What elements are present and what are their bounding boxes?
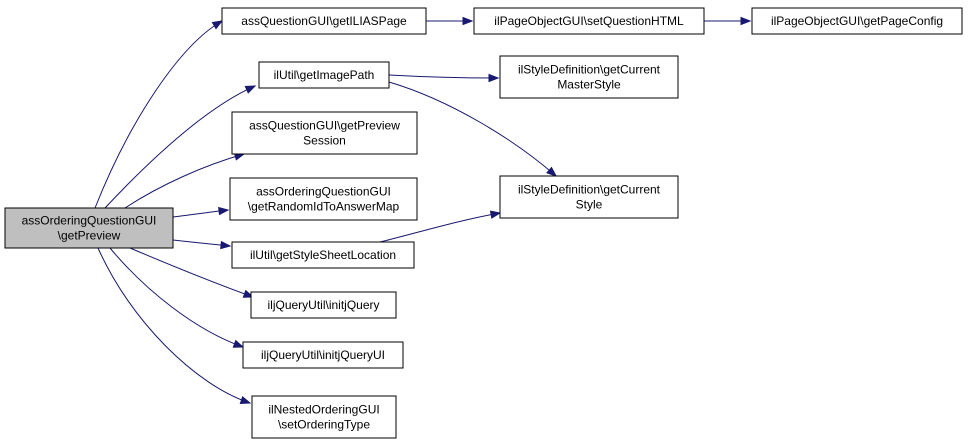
- arrowhead: [211, 20, 224, 30]
- edge-root-to-getRandomIdToAnswerMap: [172, 206, 230, 218]
- node-getILIASPage[interactable]: assQuestionGUI\getILIASPage: [221, 7, 427, 35]
- edge-line: [388, 74, 499, 79]
- edge-line: [104, 85, 256, 209]
- node-label-line: MasterStyle: [557, 78, 621, 92]
- call-nodes: assOrderingQuestionGUI\getPreviewassQues…: [4, 7, 963, 439]
- edge-getImagePath-to-getCurrentMasterStyle: [388, 73, 500, 83]
- arrowhead: [232, 339, 245, 348]
- node-label-line: assOrderingQuestionGUI: [256, 185, 391, 199]
- node-label-line: assQuestionGUI\getPreview: [249, 119, 400, 133]
- node-label-line: iljQueryUtil\initjQuery: [267, 298, 379, 312]
- edge-getStyleSheetLocation-to-getCurrentStyle: [379, 210, 502, 243]
- arrowhead: [546, 166, 558, 177]
- node-label-line: assQuestionGUI\getILIASPage: [241, 14, 407, 28]
- arrowhead: [740, 16, 752, 26]
- node-box[interactable]: [499, 55, 679, 99]
- node-label-line: ilUtil\getStyleSheetLocation: [250, 248, 396, 262]
- edge-root-to-initjQueryUI: [109, 247, 245, 348]
- node-initjQueryUI[interactable]: iljQueryUtil\initjQueryUI: [242, 341, 404, 369]
- arrowhead: [489, 210, 502, 219]
- call-edges: [94, 16, 752, 404]
- edge-line: [94, 20, 223, 209]
- node-label-line: Session: [303, 134, 346, 148]
- edge-line: [388, 81, 557, 177]
- node-label-line: \getPreview: [58, 229, 121, 243]
- edge-root-to-getImagePath: [104, 85, 257, 209]
- node-box[interactable]: [499, 175, 679, 219]
- edge-line: [129, 247, 254, 298]
- node-label-line: assOrderingQuestionGUI: [22, 214, 157, 228]
- edge-line: [379, 212, 501, 243]
- node-box[interactable]: [229, 177, 418, 221]
- node-setOrderingType[interactable]: ilNestedOrderingGUI\setOrderingType: [251, 395, 397, 439]
- node-box[interactable]: [231, 241, 415, 269]
- edge-getImagePath-to-getCurrentStyle: [388, 81, 558, 177]
- node-setQuestionHTML[interactable]: ilPageObjectGUI\setQuestionHTML: [473, 7, 705, 35]
- arrowhead: [488, 73, 500, 83]
- node-box[interactable]: [250, 291, 397, 319]
- node-box[interactable]: [258, 61, 390, 89]
- arrowhead: [462, 16, 474, 26]
- edge-line: [124, 153, 245, 209]
- node-box[interactable]: [251, 395, 397, 439]
- node-label-line: \getRandomIdToAnswerMap: [248, 200, 400, 214]
- node-label-line: \setOrderingType: [278, 418, 370, 432]
- edge-line: [109, 247, 244, 348]
- edge-getILIASPage-to-setQuestionHTML: [426, 16, 474, 26]
- node-label-line: ilNestedOrderingGUI: [268, 403, 379, 417]
- node-label-line: iljQueryUtil\initjQueryUI: [261, 348, 385, 362]
- edge-root-to-getStyleSheetLocation: [172, 239, 232, 250]
- node-box[interactable]: [751, 7, 963, 35]
- node-getStyleSheetLocation[interactable]: ilUtil\getStyleSheetLocation: [231, 241, 415, 269]
- arrowhead: [244, 85, 257, 94]
- node-getRandomIdToAnswerMap[interactable]: assOrderingQuestionGUI\getRandomIdToAnsw…: [229, 177, 418, 221]
- edge-line: [97, 247, 251, 404]
- edge-setQuestionHTML-to-getPageConfig: [704, 16, 752, 26]
- node-box[interactable]: [473, 7, 705, 35]
- arrowhead: [220, 240, 232, 250]
- node-root[interactable]: assOrderingQuestionGUI\getPreview: [4, 207, 174, 249]
- arrowhead: [218, 206, 230, 216]
- node-box[interactable]: [231, 111, 418, 155]
- node-initjQuery[interactable]: iljQueryUtil\initjQuery: [250, 291, 397, 319]
- node-box[interactable]: [221, 7, 427, 35]
- arrowhead: [239, 395, 252, 404]
- node-box[interactable]: [4, 207, 174, 249]
- edge-root-to-getILIASPage: [94, 20, 224, 209]
- edge-root-to-setOrderingType: [97, 247, 252, 404]
- node-label-line: ilStyleDefinition\getCurrent: [518, 63, 661, 77]
- node-label-line: ilStyleDefinition\getCurrent: [518, 183, 661, 197]
- node-label-line: ilPageObjectGUI\getPageConfig: [771, 14, 943, 28]
- node-label-line: Style: [576, 198, 603, 212]
- node-box[interactable]: [242, 341, 404, 369]
- edge-root-to-getPreviewSession: [124, 152, 246, 209]
- node-getImagePath[interactable]: ilUtil\getImagePath: [258, 61, 390, 89]
- node-label-line: ilUtil\getImagePath: [274, 68, 375, 82]
- node-getPageConfig[interactable]: ilPageObjectGUI\getPageConfig: [751, 7, 963, 35]
- node-label-line: ilPageObjectGUI\setQuestionHTML: [494, 14, 684, 28]
